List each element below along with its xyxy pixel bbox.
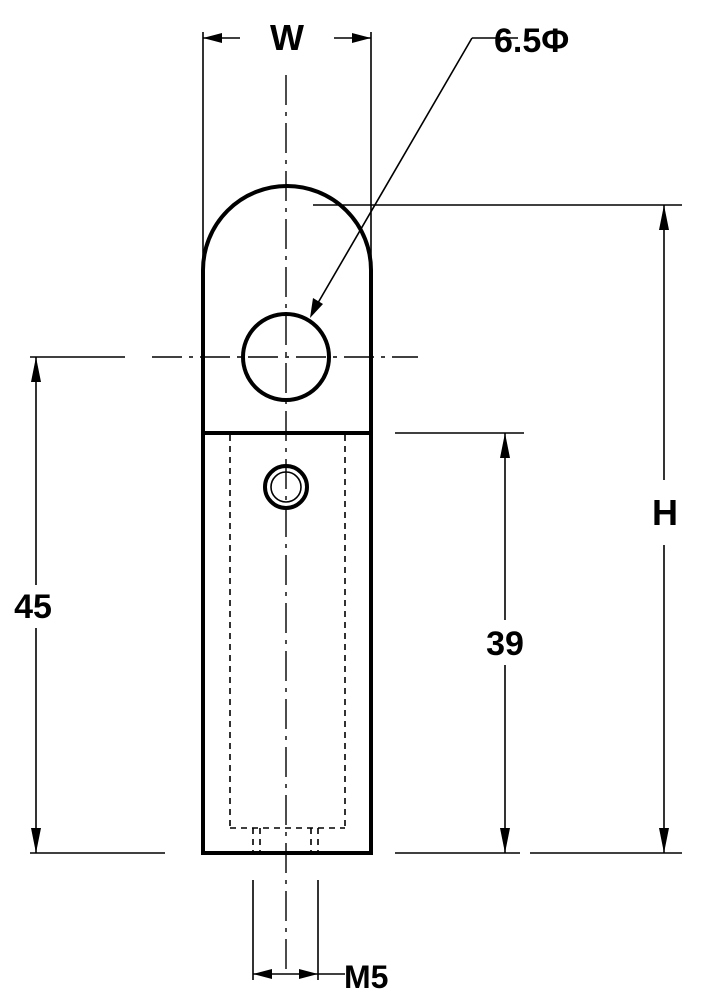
thread-dimension bbox=[252, 880, 345, 980]
height-label: H bbox=[652, 492, 678, 533]
dimension-45 bbox=[30, 356, 165, 854]
thread-label: M5 bbox=[344, 959, 388, 995]
hidden-bore bbox=[229, 435, 346, 853]
width-label: W bbox=[270, 17, 304, 58]
width-dimension bbox=[202, 32, 372, 262]
diameter-leader bbox=[310, 37, 518, 318]
dimension-39-label: 39 bbox=[486, 625, 524, 663]
center-lines bbox=[152, 75, 418, 975]
height-dimension bbox=[313, 204, 682, 854]
dimension-45-label: 45 bbox=[14, 588, 52, 626]
part-outline bbox=[201, 184, 373, 855]
diameter-label: 6.5Φ bbox=[494, 22, 569, 60]
dimension-39 bbox=[395, 432, 524, 854]
